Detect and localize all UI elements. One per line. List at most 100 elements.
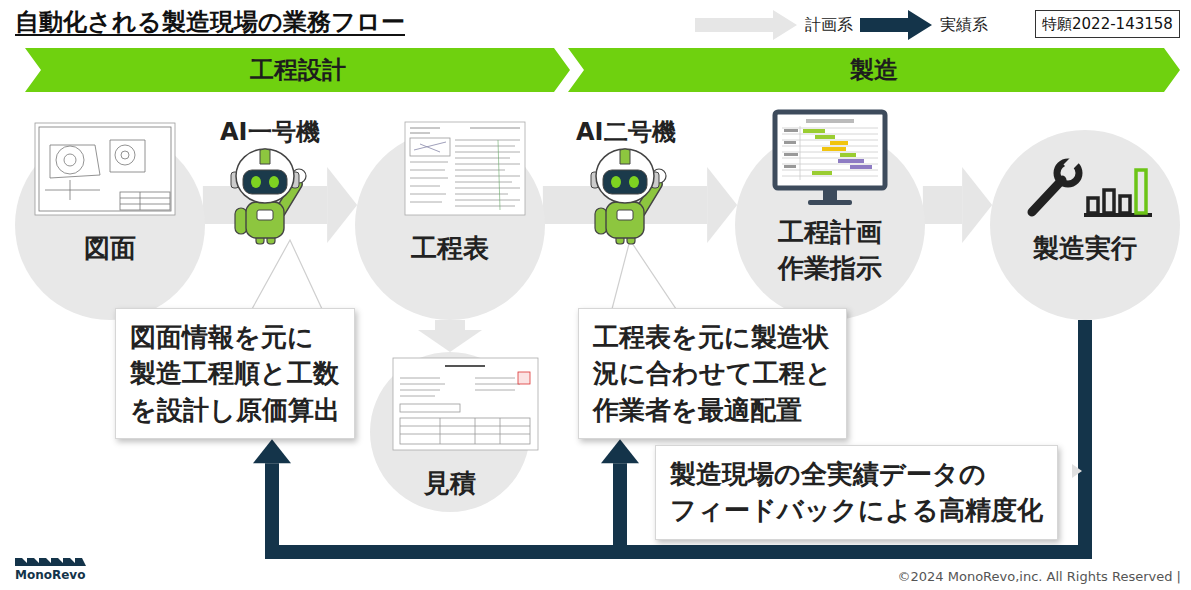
legend-text: 計画系 [805, 15, 853, 36]
robot-figure [231, 149, 666, 244]
circle-shape [990, 130, 1180, 320]
ai-name: AI二号機 [576, 116, 676, 148]
manufacturing-icon [1088, 198, 1098, 213]
monitor-gantt [815, 135, 835, 139]
step-circle: 工程計画 作業指示 [735, 130, 925, 320]
circle-shape [355, 130, 545, 320]
monitor-gantt [784, 141, 796, 144]
step-circle: 見積 [370, 352, 530, 512]
node-text: 図面情報を元に 製造工程順と工数 を設計し原価算出 [130, 319, 340, 428]
circle-shape [15, 130, 205, 320]
process-table-thumbnail [405, 122, 525, 215]
monitor-gantt [784, 153, 798, 156]
feedback-pointer [1072, 464, 1082, 478]
process-table-thumbnail [455, 140, 520, 206]
process-table-thumbnail [405, 122, 525, 215]
logo-text: MonoRevo [15, 568, 85, 582]
process-table-thumbnail [410, 162, 448, 202]
estimate-thumbnail [393, 358, 538, 450]
feedback-pointer [1072, 464, 1082, 478]
node-text: 特願2022-143158 [1042, 15, 1173, 33]
node-text: 工程表を元に製造状 況に合わせて工程と 作業者を最適配置 [593, 319, 832, 428]
node-text: 製造実行 [1033, 230, 1137, 266]
drawing-thumbnail [39, 127, 171, 211]
estimate-thumbnail [400, 378, 445, 396]
legend-swatch [860, 10, 932, 40]
drawing-thumbnail [50, 145, 100, 178]
callout-box: 製造現場の全実績データの フィードバックによる高精度化 [655, 445, 1058, 540]
manufacturing-icon [1032, 180, 1062, 212]
manufacturing-icon [1032, 155, 1152, 215]
monitor-gantt [812, 171, 832, 175]
legend-swatch [860, 10, 932, 40]
legend-item: 実績系 [860, 10, 988, 40]
monitor-gantt [782, 126, 878, 180]
manufacturing-icon [1120, 196, 1130, 213]
estimate-thumbnail [393, 358, 538, 450]
monitor-gantt [840, 153, 856, 157]
drawing-thumbnail [56, 146, 84, 174]
monitor-gantt [822, 147, 846, 151]
monitor-gantt [784, 165, 796, 168]
estimate-thumbnail [400, 418, 530, 444]
phase-band: 工程設計 [25, 48, 570, 92]
circle-shape [15, 130, 205, 320]
process-table-thumbnail [414, 142, 446, 152]
callout-pointer [612, 240, 676, 309]
drawing-thumbnail [110, 140, 145, 172]
drawing-thumbnail [120, 192, 170, 210]
logo-mark [15, 558, 86, 566]
process-table-thumbnail [498, 140, 500, 210]
drawing-thumbnail [120, 192, 170, 210]
manufacturing-icon [1104, 190, 1114, 213]
callout-pointer [252, 240, 322, 309]
node-text: 見積 [424, 465, 476, 501]
drawing-thumbnail [35, 123, 175, 215]
monitor-gantt [808, 200, 852, 205]
phase-band: 製造 [568, 48, 1180, 92]
flow-arrow [435, 320, 465, 330]
node-text: 製造現場の全実績データの フィードバックによる高精度化 [670, 456, 1043, 529]
chevron-shape [568, 48, 1180, 92]
circle-shape [370, 352, 530, 512]
step-circle: 製造実行 [990, 130, 1180, 320]
monitor-gantt [823, 190, 837, 200]
flow-arrow [203, 186, 327, 224]
monitor-gantt [803, 129, 825, 133]
step-circle: 工程表 [355, 130, 545, 320]
monitor-gantt [806, 119, 854, 123]
drawing-thumbnail [35, 123, 175, 215]
robot-figure [231, 149, 306, 244]
node-text: 工程表 [411, 230, 489, 266]
manufacturing-icon [1136, 170, 1146, 213]
estimate-thumbnail [400, 418, 530, 444]
manufacturing-icon [1064, 155, 1081, 172]
robot-figure [591, 149, 666, 244]
callout-box: 工程表を元に製造状 況に合わせて工程と 作業者を最適配置 [578, 308, 847, 439]
diagram-title: 自動化される製造現場の業務フロー [15, 6, 405, 38]
process-table-thumbnail [410, 138, 450, 156]
step-circle: 図面 [15, 130, 205, 320]
drawing-thumbnail [45, 180, 100, 200]
drawing-thumbnail [64, 154, 76, 166]
logo-mark [15, 558, 86, 566]
legend-item: 計画系 [695, 10, 853, 40]
estimate-thumbnail [475, 378, 520, 390]
monitor-gantt [775, 112, 885, 188]
circle-shape [355, 130, 545, 320]
callout-box: 図面情報を元に 製造工程順と工数 を設計し原価算出 [115, 308, 355, 439]
node-text: 図面 [84, 230, 136, 266]
drawing-thumbnail [115, 145, 135, 165]
manufacturing-icon [1084, 213, 1152, 217]
node-text: 製造 [850, 54, 898, 86]
legend-text: 実績系 [940, 15, 988, 36]
node-text: 工程設計 [250, 54, 346, 86]
monitor-gantt [830, 141, 848, 145]
circle-shape [735, 130, 925, 320]
estimate-thumbnail [400, 404, 460, 412]
patent-box: 特願2022-143158 [1035, 10, 1180, 38]
drawing-thumbnail [121, 151, 129, 159]
chevron-shape [25, 48, 570, 92]
